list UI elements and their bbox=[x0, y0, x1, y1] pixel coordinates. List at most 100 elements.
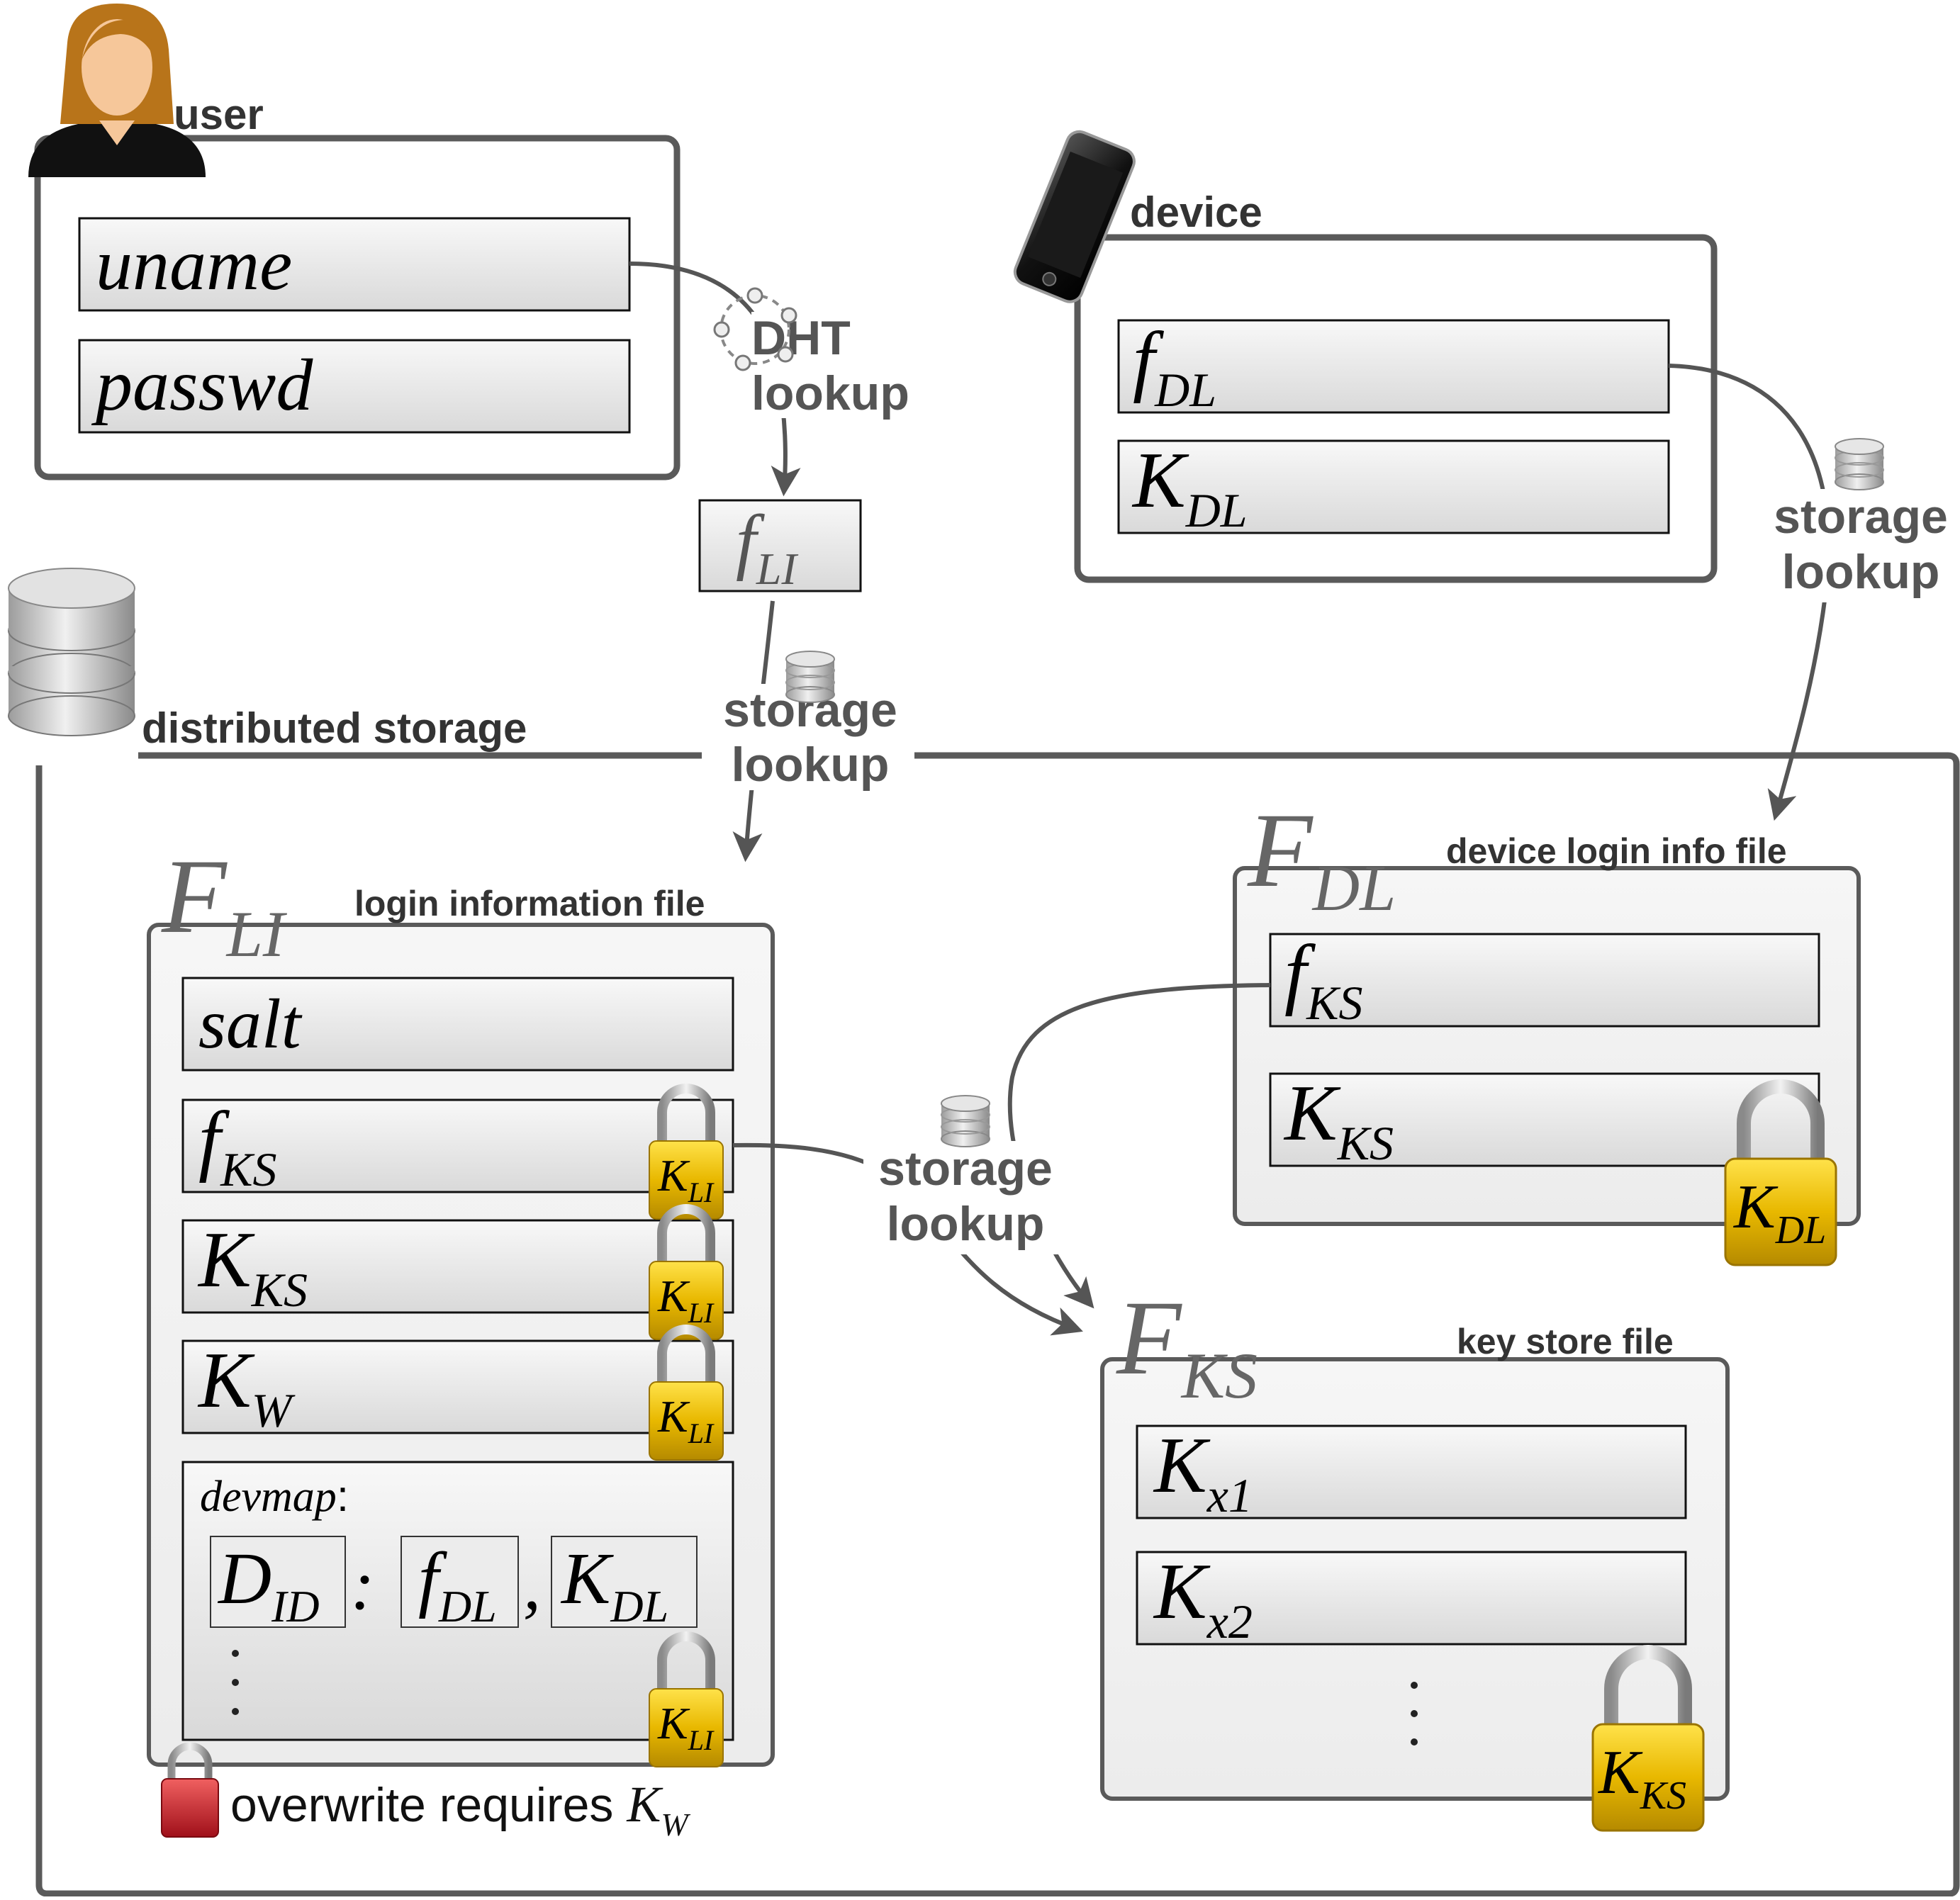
devmap-label-text: devmap bbox=[200, 1473, 337, 1521]
devmap-did-text: DID bbox=[217, 1538, 320, 1631]
devmap-label-colon: : bbox=[337, 1472, 349, 1521]
distributed-storage-label: distributed storage bbox=[142, 704, 527, 752]
overwrite-note-key-sub: W bbox=[661, 1806, 690, 1843]
keystore-dot-2 bbox=[1411, 1710, 1418, 1717]
devmap-fdl-text: fDL bbox=[418, 1538, 497, 1631]
keystore-ellipsis-dots bbox=[1411, 1682, 1418, 1746]
device-kdl-base: K bbox=[1131, 437, 1189, 524]
devmap-comma: , bbox=[523, 1546, 541, 1624]
login-file-symbol: FLI bbox=[161, 838, 288, 970]
keystore-file-symbol-base: F bbox=[1116, 1279, 1182, 1397]
user-fields bbox=[78, 217, 631, 434]
devmap-dot-1 bbox=[232, 1650, 239, 1657]
padlock-device-file-key: KDL bbox=[1732, 1173, 1826, 1252]
storage-lookup-3-bg bbox=[863, 1141, 1069, 1254]
fli-box bbox=[698, 499, 862, 592]
database-icon-small-2 bbox=[1835, 438, 1884, 490]
devmap-ellipsis-dots bbox=[232, 1650, 239, 1715]
padlock-icon-fks: KLI bbox=[649, 1084, 724, 1220]
padlock-icon-kks: KLI bbox=[649, 1204, 724, 1340]
dht-label-bg bbox=[751, 312, 936, 418]
devmap-dot-2 bbox=[232, 1679, 239, 1686]
login-fks-field bbox=[181, 1098, 734, 1193]
padlock-keystore-key-sub: KS bbox=[1640, 1774, 1686, 1818]
dht-ring-icon bbox=[713, 287, 797, 371]
device-file-symbol-sub: DL bbox=[1311, 852, 1396, 924]
device-kdl-text: KDL bbox=[1131, 437, 1248, 537]
padlock-device-file-key-base: K bbox=[1732, 1173, 1779, 1242]
device-file-symbol: FDL bbox=[1247, 792, 1396, 924]
salt-text: salt bbox=[198, 984, 303, 1063]
devmap-kdl-base: K bbox=[560, 1538, 614, 1619]
login-fks-text: fKS bbox=[198, 1096, 276, 1196]
overwrite-note-key-base: K bbox=[626, 1776, 663, 1833]
salt-field bbox=[181, 977, 734, 1072]
login-kw-sub: W bbox=[252, 1383, 296, 1437]
padlock-fks-key-base: K bbox=[657, 1150, 690, 1201]
storage-lookup-2-line2: lookup bbox=[1782, 545, 1940, 599]
device-fields bbox=[1117, 319, 1670, 534]
passwd-text: passwd bbox=[91, 344, 313, 426]
padlock-devmap-key: KLI bbox=[657, 1698, 715, 1756]
devmap-separator: : bbox=[351, 1546, 374, 1624]
login-kks-base: K bbox=[197, 1216, 255, 1304]
uname-field bbox=[78, 217, 631, 312]
devmap-fdl-box bbox=[401, 1536, 519, 1628]
padlock-fks-key-sub: LI bbox=[688, 1176, 715, 1208]
padlock-devmap-key-sub: LI bbox=[688, 1724, 715, 1756]
keystore-kx2-field bbox=[1136, 1551, 1687, 1646]
keystore-file-symbol-sub: KS bbox=[1180, 1339, 1258, 1412]
padlock-keystore-key: KKS bbox=[1597, 1738, 1686, 1818]
device-file-fks-sub: KS bbox=[1306, 976, 1362, 1030]
overwrite-note-text: overwrite requires bbox=[230, 1778, 627, 1832]
passwd-field bbox=[78, 339, 631, 434]
device-file-kks-text: KKS bbox=[1283, 1069, 1394, 1170]
device-file-fields bbox=[1269, 933, 1820, 1167]
device-kdl-sub: DL bbox=[1185, 483, 1248, 537]
keystore-fields bbox=[1136, 1424, 1687, 1646]
padlock-kw-key: KLI bbox=[657, 1391, 715, 1449]
devmap-dot-3 bbox=[232, 1708, 239, 1715]
keystore-dot-3 bbox=[1411, 1738, 1418, 1746]
device-file-symbol-base: F bbox=[1247, 792, 1314, 909]
padlock-kw-key-sub: LI bbox=[688, 1417, 715, 1449]
padlock-icon-devmap: KLI bbox=[649, 1631, 724, 1767]
fli-sub: LI bbox=[756, 544, 799, 594]
dht-label-line1: DHT bbox=[751, 311, 851, 365]
keystore-file-symbol: FKS bbox=[1116, 1279, 1258, 1412]
device-label: device bbox=[1130, 189, 1262, 236]
uname-text: uname bbox=[96, 224, 292, 305]
dht-label-line2: lookup bbox=[751, 366, 909, 420]
smartphone-icon bbox=[1013, 130, 1136, 303]
storage-lookup-1-line2: lookup bbox=[732, 738, 890, 792]
login-file-caption: login information file bbox=[354, 884, 705, 923]
devmap-did-box bbox=[210, 1536, 346, 1628]
device-file-kks-sub: KS bbox=[1337, 1116, 1394, 1170]
padlock-keystore-key-base: K bbox=[1597, 1738, 1643, 1807]
padlock-icon-keystore: KKS bbox=[1591, 1645, 1705, 1832]
device-fdl-text: fDL bbox=[1133, 316, 1216, 417]
user-label: user bbox=[174, 91, 264, 138]
login-file-symbol-base: F bbox=[161, 838, 228, 955]
devmap-kdl-sub: DL bbox=[610, 1581, 668, 1631]
login-file-symbol-sub: LI bbox=[225, 898, 288, 970]
padlock-icon-red bbox=[161, 1742, 219, 1838]
device-file-kks-base: K bbox=[1283, 1069, 1341, 1157]
login-kks-sub: KS bbox=[251, 1263, 308, 1317]
overwrite-note: overwrite requires KW bbox=[230, 1776, 690, 1843]
login-kw-field bbox=[181, 1339, 734, 1434]
device-file-caption: device login info file bbox=[1446, 831, 1787, 871]
distributed-storage-frame bbox=[35, 752, 1960, 1897]
user-avatar-icon bbox=[28, 4, 206, 177]
login-fks-sub: KS bbox=[220, 1142, 276, 1196]
storage-lookup-2-bg bbox=[1757, 489, 1960, 602]
padlock-icon-device-file: KDL bbox=[1724, 1079, 1837, 1266]
devmap-label: devmap: bbox=[200, 1472, 349, 1521]
keystore-kx1-field bbox=[1136, 1424, 1687, 1519]
storage-lookup-2-line1: storage bbox=[1774, 490, 1948, 544]
devmap-did-sub: ID bbox=[271, 1581, 320, 1631]
device-file-fks-field bbox=[1269, 933, 1820, 1028]
keystore-kx2-base: K bbox=[1153, 1548, 1211, 1636]
